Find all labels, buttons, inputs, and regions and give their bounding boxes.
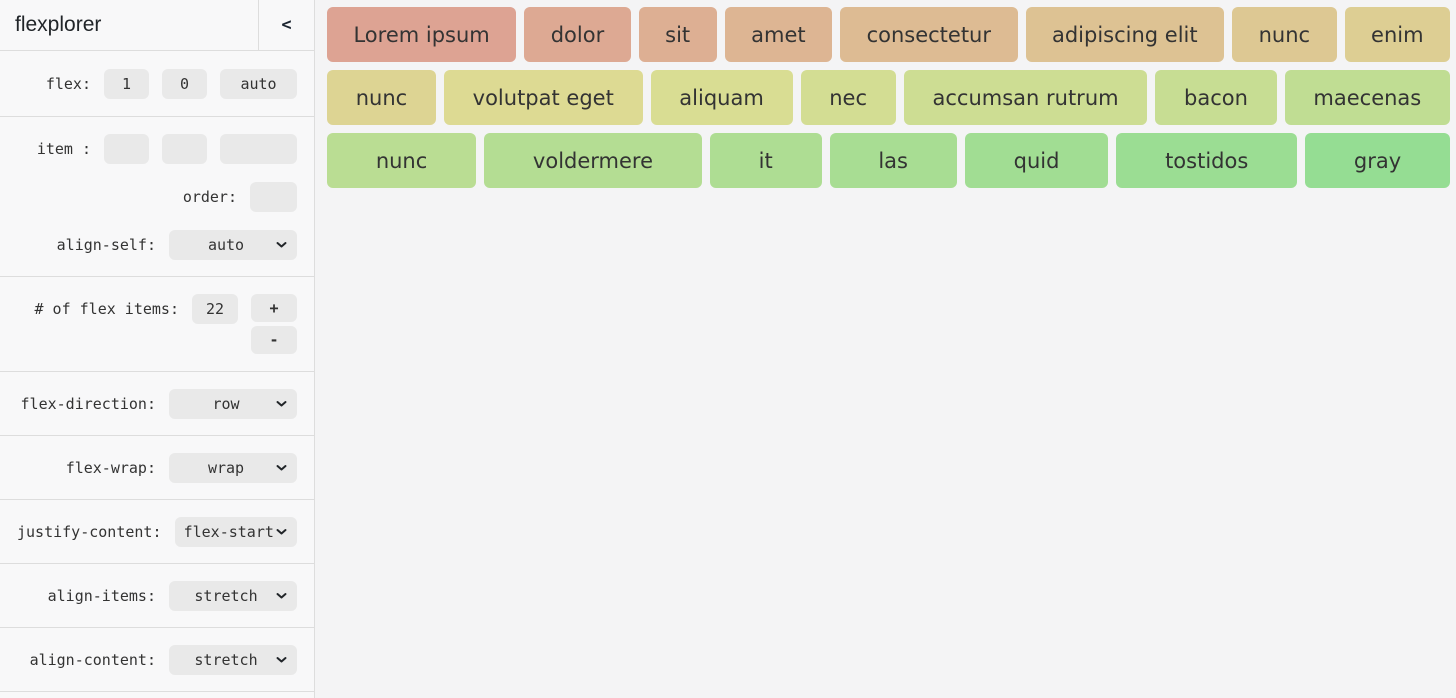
align-self-select[interactable]: auto xyxy=(169,229,297,260)
chevron-down-icon xyxy=(276,464,287,471)
item-count-input[interactable] xyxy=(192,294,238,324)
app-title: flexplorer xyxy=(15,13,102,36)
sidebar-header: flexplorer < xyxy=(0,0,314,51)
remove-item-button[interactable]: - xyxy=(251,326,297,354)
flex-direction-value: row xyxy=(212,394,240,413)
item-basis-input[interactable] xyxy=(220,133,297,164)
align-content-section: align-content: stretch xyxy=(0,628,314,692)
sidebar: flexplorer < flex: item : order: align-s… xyxy=(0,0,315,698)
flex-shrink-input[interactable] xyxy=(162,68,207,99)
chevron-down-icon xyxy=(276,528,287,535)
order-input[interactable] xyxy=(250,181,297,212)
flex-item[interactable]: volutpat eget xyxy=(443,70,643,125)
align-items-value: stretch xyxy=(194,586,258,605)
flex-item[interactable]: it xyxy=(709,133,822,188)
flex-direction-select[interactable]: row xyxy=(169,388,297,419)
flex-item[interactable]: quid xyxy=(964,133,1109,188)
flex-direction-section: flex-direction: row xyxy=(0,372,314,436)
flex-grow-input[interactable] xyxy=(104,68,149,99)
chevron-down-icon xyxy=(276,592,287,599)
chevron-down-icon xyxy=(276,400,287,407)
flex-item[interactable]: adipiscing elit xyxy=(1025,7,1225,62)
flex-item[interactable]: consectetur xyxy=(840,7,1018,62)
flex-item[interactable]: aliquam xyxy=(650,70,793,125)
flex-item[interactable]: maecenas xyxy=(1284,70,1450,125)
flex-item[interactable]: nec xyxy=(800,70,896,125)
item-count-section: # of flex items: + - xyxy=(0,277,314,372)
align-content-select[interactable]: stretch xyxy=(169,644,297,675)
item-count-steppers: + - xyxy=(251,294,297,354)
flex-item[interactable]: sit xyxy=(638,7,717,62)
flex-item[interactable]: accumsan rutrum xyxy=(903,70,1148,125)
item-shrink-input[interactable] xyxy=(162,133,207,164)
flex-item[interactable]: voldermere xyxy=(484,133,702,188)
justify-content-value: flex-start xyxy=(183,522,274,541)
flex-label: flex: xyxy=(45,74,91,93)
align-content-value: stretch xyxy=(194,650,258,669)
flex-direction-label: flex-direction: xyxy=(20,394,156,413)
align-self-value: auto xyxy=(207,235,245,254)
chevron-down-icon xyxy=(276,656,287,663)
chevron-down-icon xyxy=(276,241,287,248)
justify-content-section: justify-content: flex-start xyxy=(0,500,314,564)
order-label: order: xyxy=(182,187,237,206)
align-items-label: align-items: xyxy=(47,586,156,605)
align-items-select[interactable]: stretch xyxy=(169,580,297,611)
flex-shorthand-section: flex: xyxy=(0,51,314,117)
item-grow-input[interactable] xyxy=(104,133,149,164)
align-self-label: align-self: xyxy=(56,235,156,254)
flex-item[interactable]: nunc xyxy=(327,70,436,125)
align-items-section: align-items: stretch xyxy=(0,564,314,628)
justify-content-label: justify-content: xyxy=(17,522,162,541)
flex-item[interactable]: nunc xyxy=(327,133,477,188)
flex-wrap-label: flex-wrap: xyxy=(65,458,156,477)
flex-item[interactable]: gray xyxy=(1305,133,1450,188)
align-content-label: align-content: xyxy=(29,650,156,669)
flex-item[interactable]: dolor xyxy=(524,7,631,62)
add-item-button[interactable]: + xyxy=(251,294,297,322)
flex-wrap-select[interactable]: wrap xyxy=(169,452,297,483)
flex-wrap-value: wrap xyxy=(207,458,245,477)
item-section: item : order: align-self: auto xyxy=(0,117,314,277)
flex-basis-input[interactable] xyxy=(220,68,297,99)
flex-item[interactable]: las xyxy=(829,133,957,188)
flex-item[interactable]: amet xyxy=(724,7,833,62)
flex-item[interactable]: Lorem ipsum xyxy=(327,7,517,62)
flex-item[interactable]: nunc xyxy=(1232,7,1337,62)
flex-wrap-section: flex-wrap: wrap xyxy=(0,436,314,500)
flex-item[interactable]: enim xyxy=(1344,7,1451,62)
flex-item[interactable]: bacon xyxy=(1155,70,1277,125)
collapse-sidebar-button[interactable]: < xyxy=(258,0,314,50)
item-label: item : xyxy=(36,139,91,158)
justify-content-select[interactable]: flex-start xyxy=(174,516,297,547)
flex-item[interactable]: tostidos xyxy=(1116,133,1298,188)
item-count-label: # of flex items: xyxy=(34,300,180,318)
